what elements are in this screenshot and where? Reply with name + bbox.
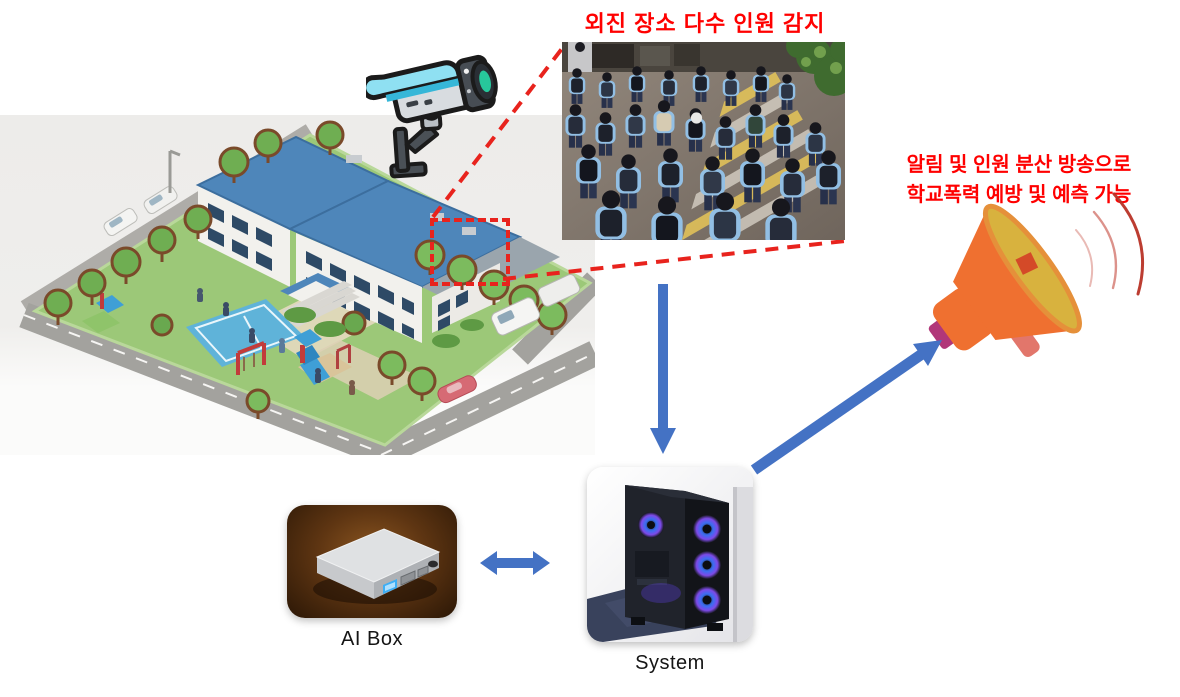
- sound-waves-icon: [1075, 192, 1145, 296]
- school-building: [195, 135, 560, 343]
- ai-box-top: [317, 529, 439, 582]
- caption-broadcast-line1: 알림 및 인원 분산 방송으로: [906, 154, 1132, 176]
- cctv-camera-icon: [366, 54, 498, 179]
- arrow-system-to-megaphone: [750, 340, 942, 475]
- arrow-aibox-system: [480, 551, 550, 575]
- students: [565, 66, 842, 240]
- megaphone-icon: [928, 192, 1145, 357]
- people-dots: [197, 288, 355, 395]
- caption-remote-area-detection: 외진 장소 다수 인원 감지: [584, 11, 826, 36]
- arrow-photo-to-system: [650, 284, 676, 454]
- system-label: System: [635, 652, 705, 674]
- white-cap: [690, 112, 703, 124]
- pc-case: [625, 485, 729, 631]
- system-image: [587, 467, 753, 642]
- detection-zone-highlight: [430, 218, 510, 286]
- students-crowd-photo: [562, 42, 845, 240]
- trees: [43, 120, 568, 419]
- ai-box-label: AI Box: [341, 628, 403, 650]
- vehicles: [103, 186, 581, 404]
- ai-box-ports: [383, 560, 438, 594]
- megaphone-body: [928, 203, 1082, 357]
- ai-box-image: [287, 505, 457, 618]
- caption-broadcast-line2: 학교폭력 예방 및 예측 가능: [906, 184, 1132, 206]
- playground: [82, 293, 352, 385]
- caption-broadcast-prevention: 알림 및 인원 분산 방송으로 학교폭력 예방 및 예측 가능: [858, 150, 1180, 210]
